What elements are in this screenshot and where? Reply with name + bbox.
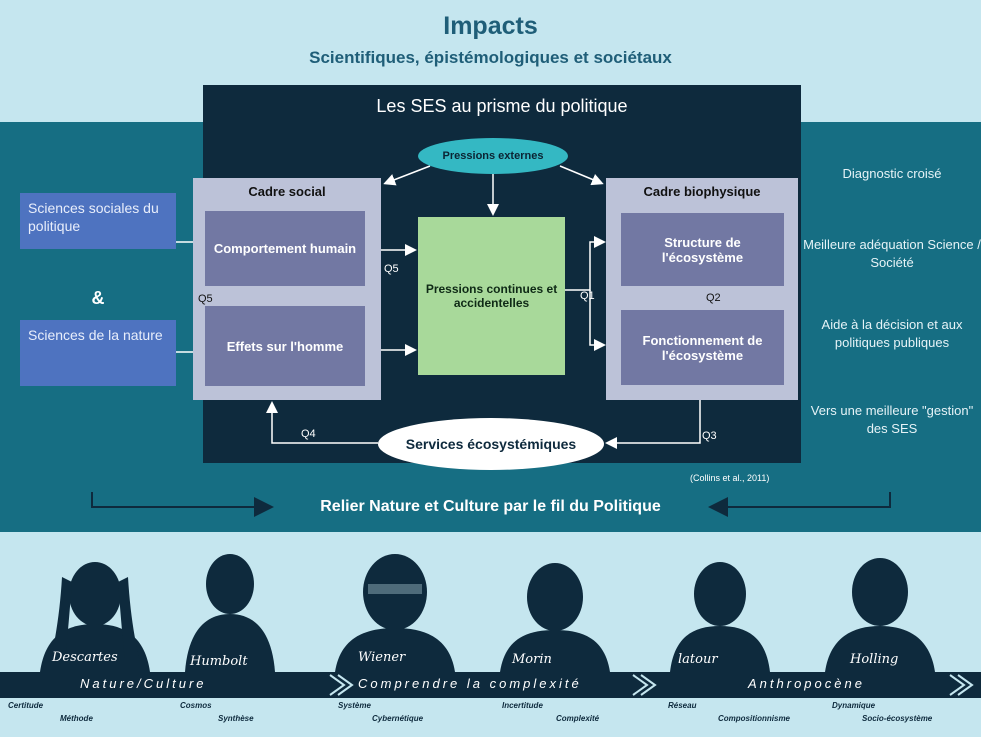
portrait-wiener	[335, 554, 455, 672]
diagram-subtitle: Scientifiques, épistémologiques et socié…	[309, 48, 672, 67]
kw-reseau: Réseau	[668, 701, 697, 710]
ses-panel-title: Les SES au prisme du politique	[376, 96, 628, 116]
sciences-sociales-box: Sciences sociales du politique	[20, 193, 176, 249]
comportement-humain-box: Comportement humain	[205, 211, 365, 286]
sciences-nature-box: Sciences de la nature	[20, 320, 176, 386]
fonctionnement-ecosysteme-box: Fonctionnement de l'écosystème	[621, 310, 784, 385]
kw-cybernetique: Cybernétique	[372, 714, 424, 723]
kw-systeme: Système	[338, 701, 371, 710]
q3-label: Q3	[702, 430, 717, 442]
kw-cosmos: Cosmos	[180, 701, 212, 710]
name-humbolt: Humbolt	[190, 654, 248, 669]
q4-label: Q4	[301, 428, 316, 440]
kw-compositionnisme: Compositionnisme	[718, 714, 791, 723]
arrow-ext-social	[383, 165, 431, 186]
arrow-bio-services	[605, 400, 701, 449]
portraits-band	[0, 532, 981, 737]
structure-ecosysteme-box: Structure de l'écosystème	[621, 213, 784, 286]
ribbon-comprendre-complexite: Comprendre la complexité	[358, 676, 582, 691]
q5-label-center: Q5	[384, 263, 399, 275]
kw-dynamique: Dynamique	[832, 701, 876, 710]
diagnostic-croise-text: Diagnostic croisé	[842, 166, 942, 181]
ampersand-label: &	[91, 288, 105, 308]
timeline-ribbon	[0, 672, 981, 698]
arrow-ext-bio	[559, 165, 604, 186]
kw-certitude: Certitude	[8, 701, 44, 710]
arrow-pressions-structure	[565, 236, 606, 291]
arrow-pressions-fonctionnement	[589, 290, 606, 351]
portraits-silhouettes	[40, 554, 935, 672]
kw-complexite: Complexité	[556, 714, 600, 723]
cadre-social-title: Cadre social	[248, 184, 326, 199]
pressions-externes-ellipse: Pressions externes	[418, 138, 568, 174]
name-morin: Morin	[512, 652, 552, 667]
effets-homme-box: Effets sur l'homme	[205, 306, 365, 386]
arrow-relier-right	[708, 492, 891, 517]
ribbon-chevrons	[329, 674, 974, 696]
q1-label: Q1	[580, 290, 595, 302]
name-holling: Holling	[850, 652, 899, 667]
ribbon-nature-culture: Nature/Culture	[80, 676, 207, 691]
relier-banner: Relier Nature et Culture par le fil du P…	[320, 498, 661, 515]
aide-decision-text: Aide à la décision et aux politiques pub…	[821, 317, 963, 350]
services-ecosystemiques-ellipse: Services écosystémiques	[378, 418, 604, 470]
kw-synthese: Synthèse	[218, 714, 254, 723]
gestion-ses-text: Vers une meilleure "gestion" des SES	[810, 403, 974, 436]
diagram-title: Impacts	[443, 12, 538, 40]
citation-label: (Collins et al., 2011)	[690, 473, 770, 483]
ribbon-anthropocene: Anthropocène	[748, 676, 865, 691]
portrait-latour	[670, 562, 770, 672]
name-wiener: Wiener	[358, 650, 406, 665]
portrait-morin	[500, 563, 610, 672]
cadre-biophysique-title: Cadre biophysique	[643, 184, 761, 199]
q5-label-left: Q5	[198, 293, 213, 305]
portrait-descartes	[40, 562, 150, 672]
arrow-relier-left	[91, 492, 274, 517]
meilleure-adequation-text: Meilleure adéquation Science / Société	[803, 237, 981, 270]
kw-socio-ecosysteme: Socio-écosystème	[862, 714, 933, 723]
q2-label: Q2	[706, 292, 721, 304]
kw-methode: Méthode	[60, 714, 93, 723]
name-descartes: Descartes	[52, 650, 118, 665]
pressions-continues-box: Pressions continues et accidentelles	[418, 217, 565, 375]
portrait-holling	[825, 558, 935, 672]
name-latour: latour	[678, 652, 718, 667]
arrow-services-social	[266, 401, 378, 444]
kw-incertitude: Incertitude	[502, 701, 543, 710]
portrait-humbolt	[185, 554, 275, 672]
